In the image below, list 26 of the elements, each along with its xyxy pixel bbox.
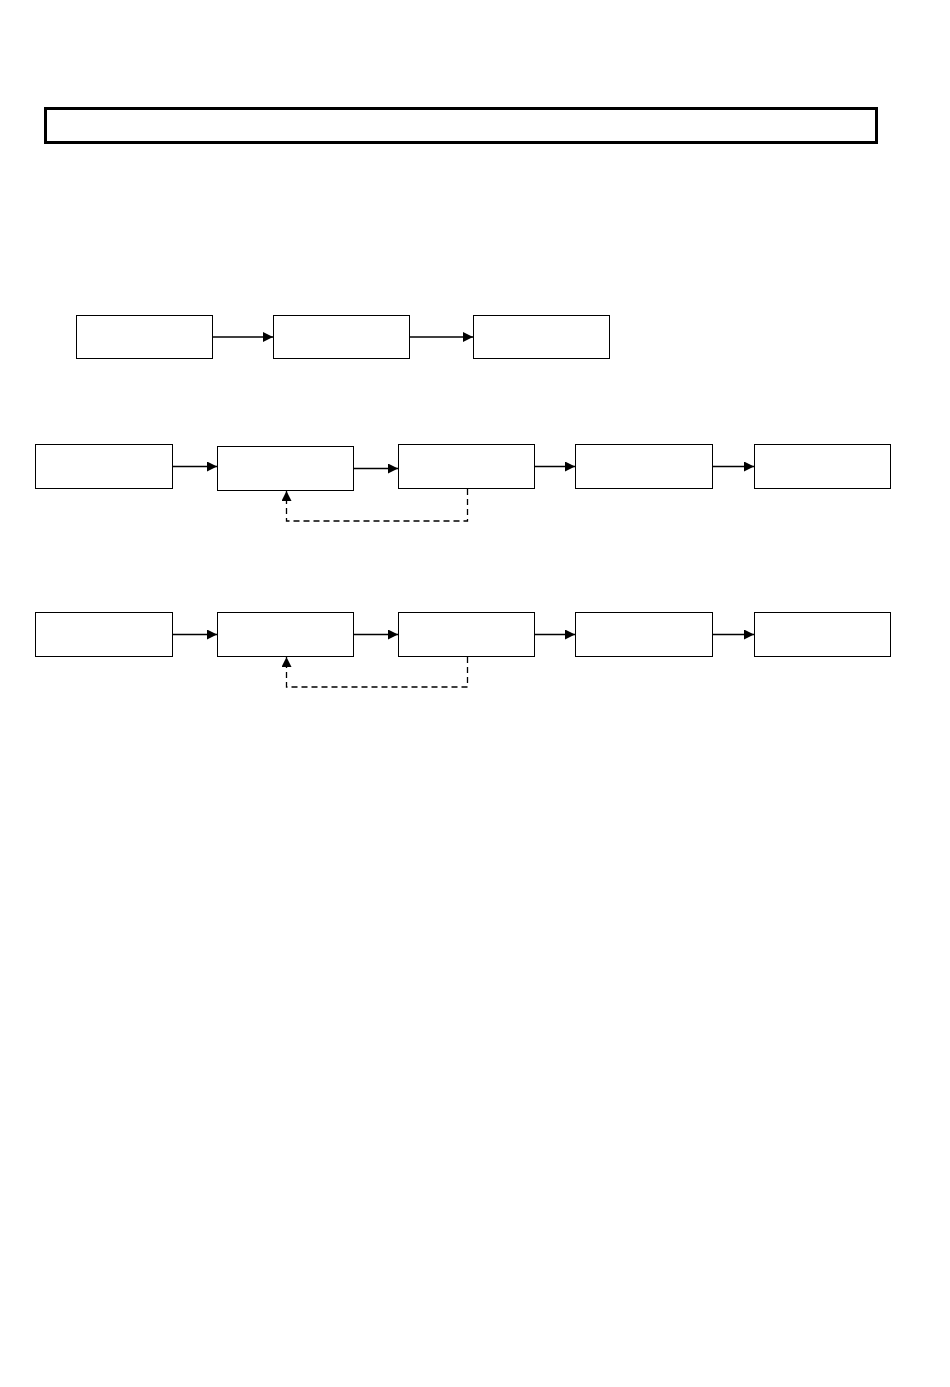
arrow bbox=[353, 629, 399, 640]
process-box bbox=[217, 446, 354, 491]
process-box bbox=[35, 612, 173, 657]
arrow bbox=[212, 332, 274, 342]
process-box bbox=[754, 612, 891, 657]
dashed-feedback-arrow bbox=[281, 488, 469, 522]
process-box bbox=[473, 315, 610, 359]
process-box bbox=[575, 444, 713, 489]
process-box bbox=[217, 612, 354, 657]
arrow bbox=[353, 463, 399, 474]
process-box bbox=[398, 444, 535, 489]
arrow bbox=[712, 461, 755, 472]
process-box bbox=[575, 612, 713, 657]
process-box bbox=[35, 444, 173, 489]
dashed-feedback-arrow bbox=[281, 656, 469, 688]
arrow bbox=[534, 629, 576, 640]
header-bar bbox=[44, 107, 878, 144]
arrow bbox=[534, 461, 576, 472]
process-box bbox=[273, 315, 410, 359]
arrow bbox=[409, 332, 474, 342]
process-box bbox=[76, 315, 213, 359]
arrow bbox=[712, 629, 755, 640]
arrow bbox=[172, 461, 218, 472]
arrow bbox=[172, 629, 218, 640]
process-box bbox=[398, 612, 535, 657]
process-box bbox=[754, 444, 891, 489]
